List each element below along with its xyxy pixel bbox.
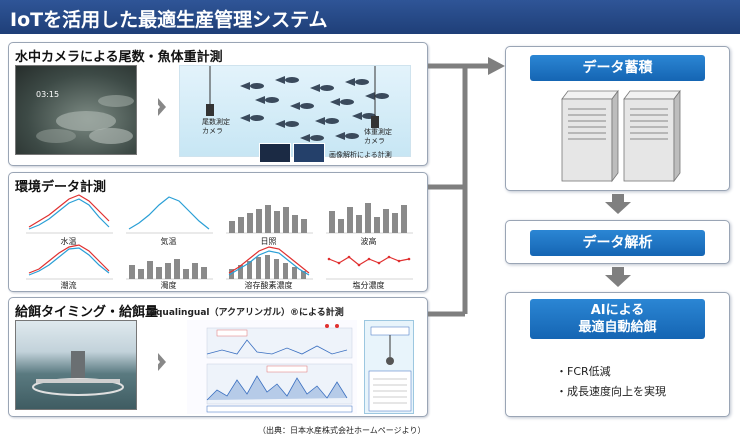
chevron-right-icon bbox=[155, 98, 166, 116]
arrow-down-icon bbox=[605, 275, 631, 287]
environment-panel: 環境データ計測 水温 気温 日照 波高 bbox=[8, 172, 428, 292]
data-storage-panel: データ蓄積 bbox=[505, 46, 730, 191]
ai-feeding-label: AIによる 最適自動給餌 bbox=[530, 299, 705, 339]
arrow-down-icon-stem bbox=[612, 267, 624, 275]
chart-label-turbidity: 濁度 bbox=[160, 281, 177, 290]
photo-timestamp: 03:15 bbox=[36, 90, 60, 99]
data-analysis-panel: データ解析 bbox=[505, 220, 730, 264]
chart-label-dissolved-oxygen: 溶存酸素濃度 bbox=[244, 281, 293, 290]
underwater-photo: 03:15 bbox=[15, 65, 137, 155]
chart-label-wave-height: 波高 bbox=[360, 237, 377, 246]
ai-feeding-panel: AIによる 最適自動給餌 ・FCR低減 ・成長速度向上を実現 bbox=[505, 292, 730, 417]
camera-panel-title: 水中カメラによる尾数・魚体重計測 bbox=[15, 50, 223, 65]
data-analysis-label: データ解析 bbox=[530, 230, 705, 256]
chart-label-water-temp: 水温 bbox=[60, 237, 77, 246]
sunlight-chart bbox=[226, 205, 313, 234]
environment-panel-title: 環境データ計測 bbox=[15, 180, 107, 195]
wave-height-chart bbox=[326, 203, 413, 234]
fish-school-graphic bbox=[206, 66, 389, 142]
tidal-current-chart bbox=[26, 244, 113, 280]
chart-label-air-temp: 気温 bbox=[160, 237, 177, 246]
sensor-graphic bbox=[368, 326, 412, 412]
fish-cage-photo bbox=[15, 320, 137, 410]
image-analysis-label: 画像解析による計測 bbox=[329, 151, 392, 159]
tail-camera-label: 尾数測定カメラ bbox=[202, 118, 230, 135]
camera-panel: 水中カメラによる尾数・魚体重計測 03:15 bbox=[8, 42, 428, 166]
salinity-chart bbox=[326, 255, 413, 280]
arrow-down-icon bbox=[605, 202, 631, 214]
air-temp-chart bbox=[126, 196, 213, 234]
aqualingual-label: Aqualingual（アクアリンガル）®による計測 bbox=[149, 308, 344, 318]
page-title: IoTを活用した最適生産管理システム bbox=[0, 0, 740, 34]
chart-label-tidal-current: 潮流 bbox=[60, 281, 77, 290]
server-icon bbox=[561, 89, 681, 183]
sensor-diagram bbox=[364, 320, 414, 414]
weight-camera-label: 体重測定カメラ bbox=[364, 128, 392, 145]
analysis-thumbnail-2 bbox=[293, 143, 325, 163]
bullet-fcr: ・FCR低減 bbox=[556, 365, 611, 378]
turbidity-chart bbox=[126, 259, 213, 280]
arrow-down-icon-stem bbox=[612, 194, 624, 202]
fish-photo-graphic bbox=[36, 95, 134, 144]
bullet-growth: ・成長速度向上を実現 bbox=[556, 385, 666, 398]
water-temp-chart bbox=[26, 194, 113, 234]
analysis-thumbnail-1 bbox=[259, 143, 291, 163]
feeding-panel-title: 給餌タイミング・給餌量 bbox=[15, 305, 159, 320]
chart-label-sunlight: 日照 bbox=[260, 237, 277, 246]
dissolved-oxygen-chart bbox=[226, 246, 313, 280]
chart-label-salinity: 塩分濃度 bbox=[352, 281, 385, 290]
fish-school-diagram: 尾数測定カメラ 体重測定カメラ bbox=[179, 65, 411, 157]
chevron-right-icon bbox=[155, 353, 166, 371]
cage-graphic bbox=[32, 351, 124, 396]
feeding-activity-chart bbox=[187, 320, 357, 414]
data-storage-label: データ蓄積 bbox=[530, 55, 705, 81]
source-note: （出典：日本水産株式会社ホームページより） bbox=[258, 426, 426, 435]
feeding-panel: 給餌タイミング・給餌量 Aqualingual（アクアリンガル）®による計測 bbox=[8, 297, 428, 417]
